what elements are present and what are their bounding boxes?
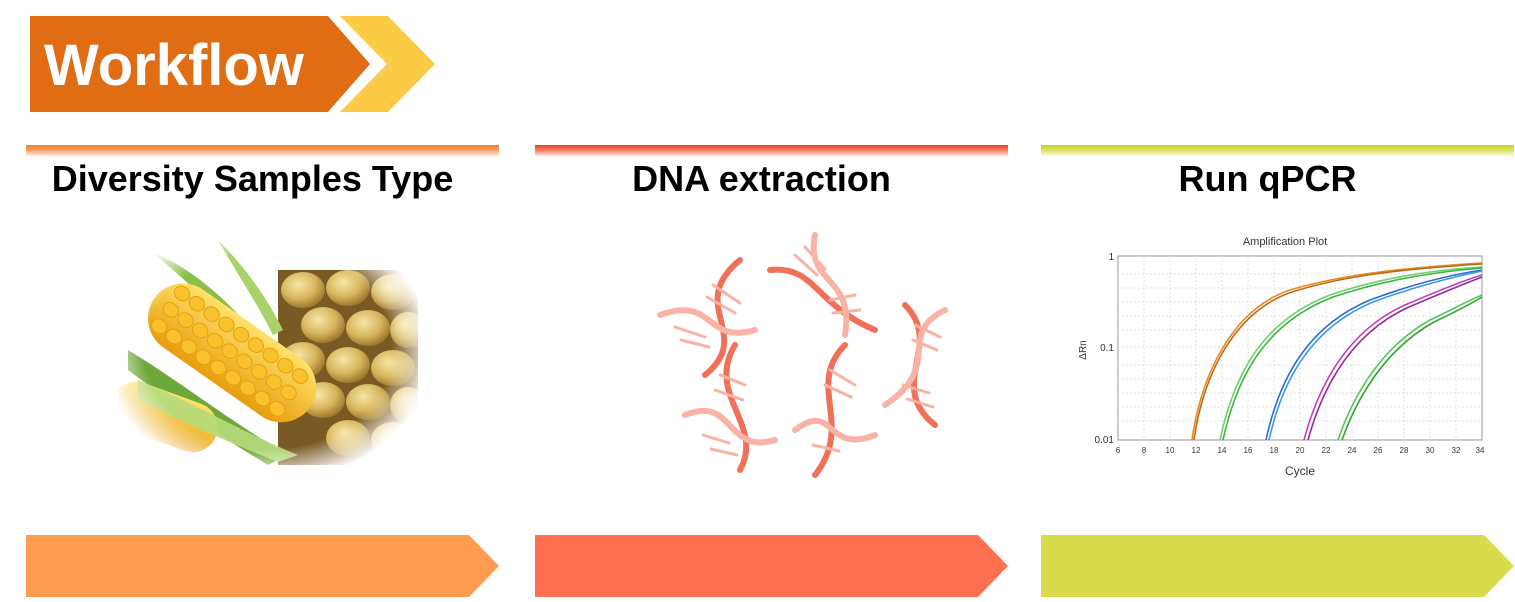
x-tick: 28 [1400, 446, 1409, 455]
x-tick: 22 [1322, 446, 1331, 455]
page-title: Workflow [44, 33, 304, 98]
y-tick-0-1: 0.1 [1100, 343, 1114, 354]
x-tick: 32 [1452, 446, 1461, 455]
x-tick: 8 [1142, 446, 1147, 455]
dna-helix-image [657, 232, 948, 478]
plot-ylabel: ΔRn [1078, 340, 1089, 359]
step-3-label: Run qPCR [1178, 158, 1357, 199]
plot-title: Amplification Plot [1243, 236, 1327, 248]
step-1-arrow [26, 535, 499, 597]
step1-top-bar [26, 145, 499, 157]
step-2-label: DNA extraction [632, 158, 891, 199]
y-tick-1: 1 [1108, 252, 1114, 263]
step2-top-bar [535, 145, 1008, 157]
amplification-plot: Amplification Plot 1 0.1 0.01 ΔRn 6 8 10… [1078, 236, 1485, 478]
corn-soybean-image [118, 230, 418, 470]
x-tick: 18 [1270, 446, 1279, 455]
step-2-arrow [535, 535, 1008, 597]
x-tick: 12 [1192, 446, 1201, 455]
x-tick: 6 [1116, 446, 1121, 455]
plot-xlabel: Cycle [1285, 464, 1315, 478]
x-tick: 14 [1218, 446, 1227, 455]
x-tick: 16 [1244, 446, 1253, 455]
y-tick-0-01: 0.01 [1095, 435, 1115, 446]
x-tick: 34 [1476, 446, 1485, 455]
x-tick: 20 [1296, 446, 1305, 455]
step3-top-bar [1041, 145, 1514, 157]
title-chevron-shape [30, 16, 435, 112]
step-1-label: Diversity Samples Type [51, 158, 454, 199]
x-tick: 26 [1374, 446, 1383, 455]
step-3-arrow [1041, 535, 1514, 597]
x-tick: 10 [1166, 446, 1175, 455]
x-tick: 30 [1426, 446, 1435, 455]
workflow-title-banner: Workflow [30, 14, 440, 114]
x-tick: 24 [1348, 446, 1357, 455]
